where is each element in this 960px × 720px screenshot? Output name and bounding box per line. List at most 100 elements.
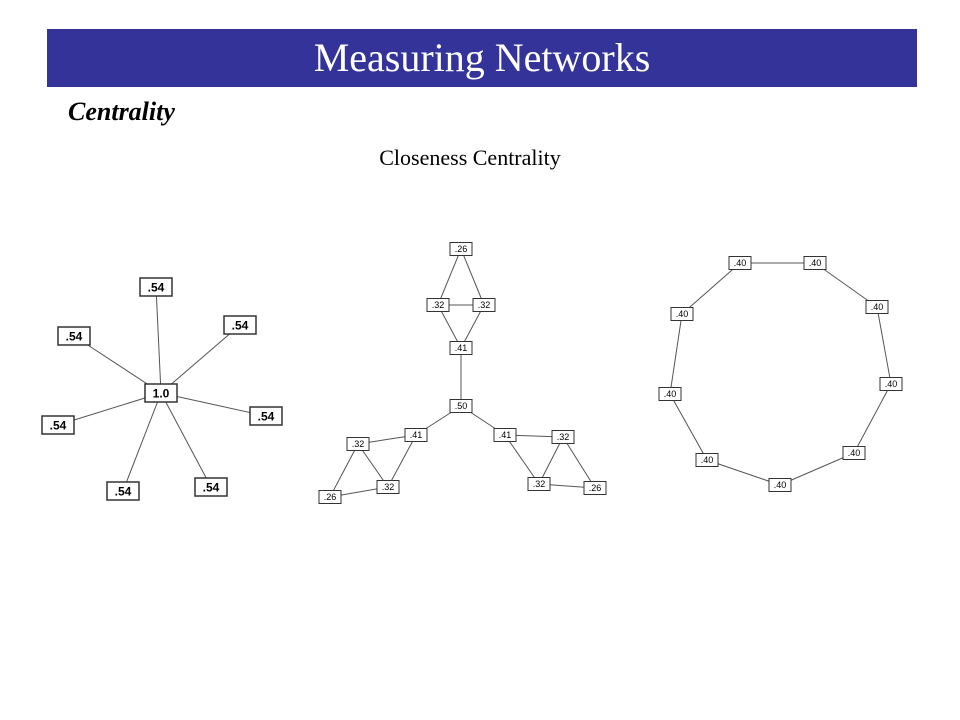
network-edge — [437, 248, 462, 306]
node-box — [768, 478, 792, 492]
node-box — [879, 377, 903, 391]
node-value-label: .32 — [533, 479, 546, 489]
node-value-label: .54 — [115, 484, 132, 498]
network-node: .54 — [57, 326, 91, 346]
node-value-label: .32 — [478, 300, 491, 310]
page-title: Measuring Networks — [313, 35, 651, 80]
node-box — [404, 428, 428, 442]
node-value-label: .54 — [232, 318, 249, 332]
title-bar: Measuring Networks — [47, 29, 917, 87]
node-value-label: 1.0 — [153, 386, 170, 400]
node-value-label: .26 — [589, 483, 602, 493]
node-value-label: .54 — [66, 329, 83, 343]
network-node: .40 — [695, 453, 719, 467]
node-box — [426, 298, 450, 312]
network-node: .54 — [106, 481, 140, 501]
node-value-label: .32 — [557, 432, 570, 442]
network-edge — [706, 459, 781, 486]
network-edge — [814, 262, 878, 308]
network-edge — [387, 434, 417, 488]
node-box — [139, 277, 173, 297]
node-value-label: .54 — [258, 409, 275, 423]
node-value-label: .54 — [203, 480, 220, 494]
node-box — [318, 490, 342, 504]
node-box — [583, 481, 607, 495]
node-box — [249, 406, 283, 426]
node-box — [803, 256, 827, 270]
network-node: .32 — [346, 437, 370, 451]
network-node: 1.0 — [144, 383, 178, 403]
node-value-label: .54 — [50, 418, 67, 432]
node-box — [728, 256, 752, 270]
node-box — [670, 307, 694, 321]
node-box — [57, 326, 91, 346]
node-value-label: .32 — [352, 439, 365, 449]
section-label: Centrality — [68, 97, 175, 126]
network-edge — [122, 392, 162, 492]
network-node: .32 — [551, 430, 575, 444]
network-edge — [876, 306, 892, 385]
network-edge — [357, 443, 389, 488]
network-edge — [669, 393, 708, 461]
node-value-label: .40 — [664, 389, 677, 399]
network-edge — [669, 313, 683, 395]
node-value-label: .41 — [499, 430, 512, 440]
network-edge — [504, 434, 540, 485]
network-node: .32 — [472, 298, 496, 312]
network-edge — [853, 383, 892, 454]
node-value-label: .26 — [455, 244, 468, 254]
network-node: .54 — [139, 277, 173, 297]
node-value-label: .40 — [809, 258, 822, 268]
node-box — [527, 477, 551, 491]
node-box — [449, 341, 473, 355]
diagram-caption: Closeness Centrality — [379, 145, 561, 170]
node-box — [449, 242, 473, 256]
node-box — [658, 387, 682, 401]
network-node: .26 — [583, 481, 607, 495]
network-node: .41 — [404, 428, 428, 442]
network-edge — [437, 304, 462, 349]
node-value-label: .41 — [455, 343, 468, 353]
network-node: .40 — [728, 256, 752, 270]
node-value-label: .40 — [774, 480, 787, 490]
network-edge — [155, 286, 162, 394]
network-node: .54 — [249, 406, 283, 426]
node-box — [865, 300, 889, 314]
network-node: .40 — [658, 387, 682, 401]
network-edge — [538, 436, 564, 485]
network-node: .32 — [426, 298, 450, 312]
network-edge — [460, 304, 485, 349]
network-edge — [329, 443, 359, 498]
node-value-label: .32 — [382, 482, 395, 492]
node-box — [194, 477, 228, 497]
star-network: 1.0 .54 .54 .54 .54 .54 .54 .54 — [41, 277, 283, 501]
node-value-label: .41 — [410, 430, 423, 440]
node-value-label: .40 — [676, 309, 689, 319]
network-node: .50 — [449, 399, 473, 413]
network-edge — [681, 262, 741, 315]
node-box — [223, 315, 257, 335]
node-value-label: .40 — [848, 448, 861, 458]
network-edge — [779, 452, 855, 486]
network-node: .40 — [842, 446, 866, 460]
node-box — [41, 415, 75, 435]
network-node: .32 — [527, 477, 551, 491]
network-edge — [57, 392, 162, 426]
network-edge — [160, 392, 267, 417]
node-box — [493, 428, 517, 442]
network-node: .26 — [449, 242, 473, 256]
node-value-label: .26 — [324, 492, 337, 502]
network-node: .54 — [41, 415, 75, 435]
network-node: .40 — [865, 300, 889, 314]
node-value-label: .40 — [701, 455, 714, 465]
node-value-label: .40 — [734, 258, 747, 268]
network-node: .26 — [318, 490, 342, 504]
node-box — [551, 430, 575, 444]
node-value-label: .54 — [148, 280, 165, 294]
network-node: .32 — [376, 480, 400, 494]
network-node: .40 — [768, 478, 792, 492]
network-node: .40 — [803, 256, 827, 270]
node-box — [472, 298, 496, 312]
node-value-label: .40 — [871, 302, 884, 312]
